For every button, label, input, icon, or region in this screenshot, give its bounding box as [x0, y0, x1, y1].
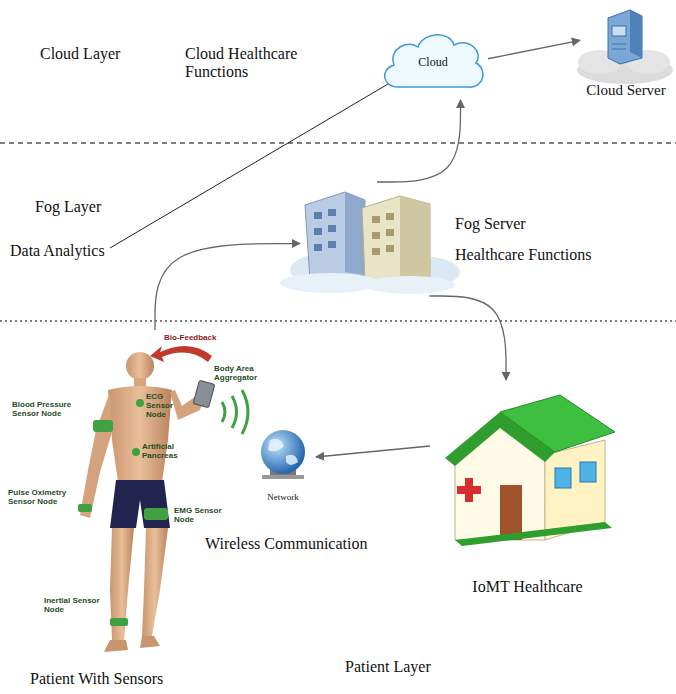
patient-node: Patient With Sensors — [10, 330, 260, 692]
node-text: Fog Server — [455, 214, 526, 233]
layer-title: Cloud Layer — [40, 45, 160, 63]
layer-title: Fog Layer — [35, 198, 145, 216]
feedback-label: Bio-Feedback — [164, 333, 224, 342]
cloud-node: Cloud — [378, 25, 488, 100]
node-text: Healthcare Functions — [455, 245, 591, 264]
fog-server-icon — [280, 192, 460, 294]
node-text: Cloud — [418, 55, 447, 69]
flow-arrow — [488, 40, 580, 58]
patient-figure — [78, 346, 248, 652]
sensor-label: ECG Sensor Node — [146, 392, 190, 420]
bio-feedback-arrow — [150, 346, 212, 362]
wireless-waves — [222, 390, 248, 434]
server-icon — [577, 10, 673, 84]
network-icon — [261, 430, 305, 479]
cloud-server-node: Cloud Server — [580, 5, 672, 103]
link-label: Wireless Communication — [205, 535, 405, 553]
device-label: Body Area Aggregator — [214, 364, 270, 382]
flow-arrow — [155, 244, 300, 330]
flow-arrow — [316, 446, 430, 457]
flow-arrow — [377, 100, 461, 182]
sensor-label: EMG Sensor Node — [174, 506, 224, 524]
layer-separator — [0, 320, 676, 322]
sensor-label: Inertial Sensor Node — [44, 596, 104, 614]
iomt-healthcare-node: IoMT Healthcare — [430, 380, 625, 600]
layer-separator — [0, 142, 676, 144]
hospital-icon — [445, 395, 615, 546]
network-node: Network — [250, 425, 316, 507]
sensor-label: Pulse Oximetry Sensor Node — [8, 488, 72, 506]
node-text: IoMT Healthcare — [472, 577, 582, 596]
layer-function: Cloud Healthcare Functions — [185, 45, 305, 82]
layer-title: Patient Layer — [345, 658, 465, 676]
node-text: Patient With Sensors — [30, 669, 163, 688]
flow-arrow — [430, 296, 507, 380]
node-text: Cloud Server — [586, 81, 666, 99]
function-label: Data Analytics — [10, 242, 110, 260]
sensor-label: Blood Pressure Sensor Node — [12, 400, 84, 418]
fog-server-node: Fog ServerHealthcare Functions — [300, 182, 650, 296]
sensor-label: Artificial Pancreas — [142, 442, 186, 460]
cloud-shape — [385, 35, 483, 87]
node-text: Network — [267, 492, 299, 503]
